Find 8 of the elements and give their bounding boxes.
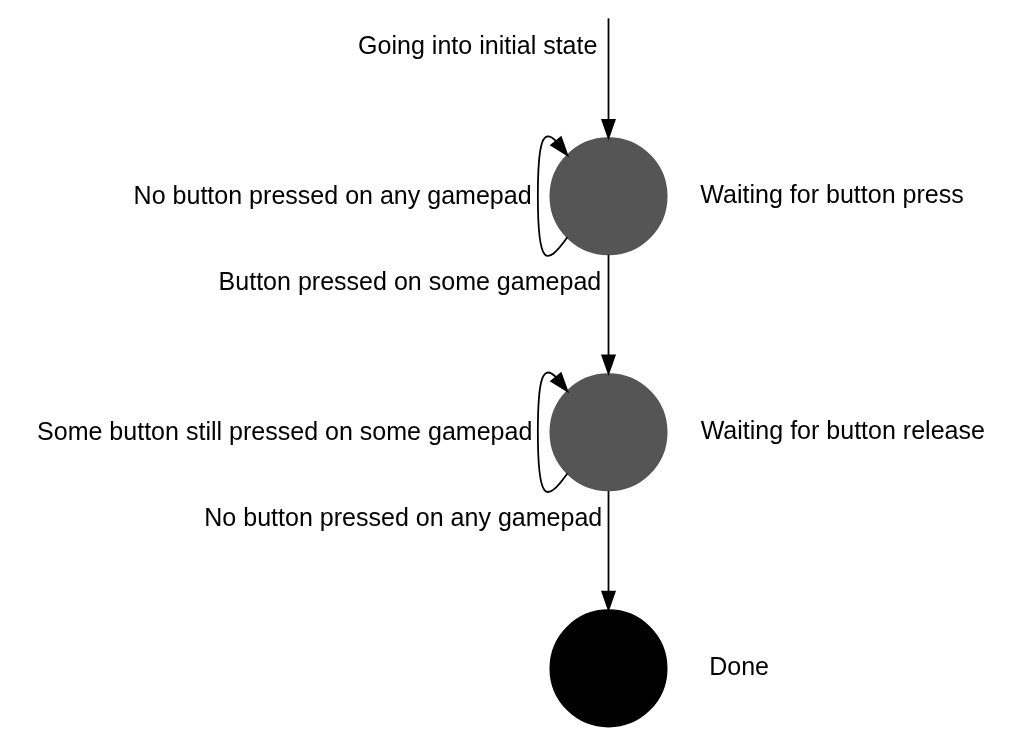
edge-label: No button pressed on any gamepad xyxy=(133,180,532,209)
edge-label: Going into initial state xyxy=(357,31,597,60)
edge-label: No button pressed on any gamepad xyxy=(203,503,602,532)
node-label: Waiting for button press xyxy=(699,179,964,208)
edge-label: Button pressed on some gamepad xyxy=(218,267,601,296)
edge-label: Some button still pressed on some gamepad xyxy=(36,416,532,445)
node-label: Waiting for button release xyxy=(700,415,985,444)
node-label: Done xyxy=(708,651,769,680)
